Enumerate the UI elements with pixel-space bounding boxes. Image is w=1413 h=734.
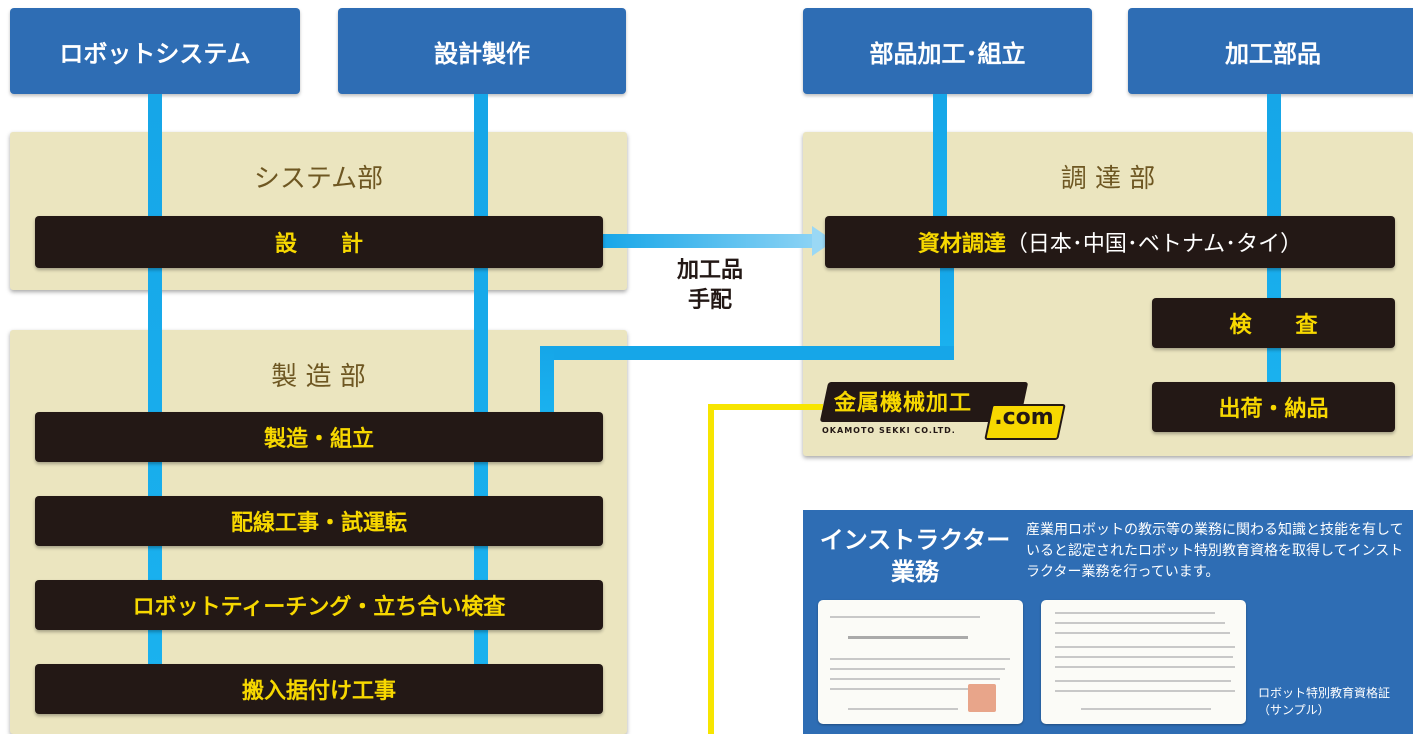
inspection-bar: 検 査 — [1152, 298, 1395, 348]
manufacturing-dept-title: 製 造 部 — [271, 362, 366, 392]
instructor-title: インストラクター 業務 — [815, 524, 1015, 588]
instructor-title-line2: 業務 — [891, 558, 939, 586]
card-line — [1055, 622, 1225, 624]
card-line — [830, 678, 1000, 680]
card-line — [1055, 666, 1235, 668]
processed-order-line1: 加工品 — [676, 258, 743, 283]
card-line — [830, 616, 980, 618]
parts-processing-box: 部品加工･組立 — [803, 8, 1092, 94]
certificate-caption: ロボット特別教育資格証 （サンプル） — [1258, 685, 1390, 719]
manufacture-assembly-label: 製造・組立 — [263, 427, 374, 452]
card-line — [830, 668, 1005, 670]
design-making-box: 設計製作 — [338, 8, 626, 94]
processed-parts-label: 加工部品 — [1225, 39, 1321, 68]
installation-bar: 搬入据付け工事 — [35, 664, 603, 714]
yellow-line-horizontal — [708, 404, 823, 410]
logo-domain-text: .com — [994, 405, 1054, 430]
certificate-card-2 — [1041, 600, 1246, 724]
flow-line-right-1 — [933, 94, 947, 244]
card-line — [830, 658, 1010, 660]
processed-parts-box: 加工部品 — [1128, 8, 1413, 94]
procurement-dept-title: 調 達 部 — [1060, 164, 1156, 194]
logo-main-text: 金属機械加工 — [834, 391, 973, 416]
card-line — [1055, 690, 1235, 692]
design-label: 設 計 — [274, 232, 363, 257]
system-dept-title: システム部 — [253, 164, 384, 194]
design-making-label: 設計製作 — [434, 39, 530, 68]
instructor-title-line1: インストラクター — [819, 526, 1011, 554]
inspection-label: 検 査 — [1229, 313, 1318, 338]
certificate-card-1 — [818, 600, 1023, 724]
instructor-description: 産業用ロボットの教示等の業務に関わる知識と技能を有していると認定されたロボット特… — [1026, 522, 1404, 580]
return-line-into-manufacturing — [540, 346, 554, 416]
logo-company-text: OKAMOTO SEKKI CO.LTD. — [822, 426, 956, 435]
certificate-caption-line1: ロボット特別教育資格証 — [1258, 686, 1391, 700]
card-line — [1055, 656, 1233, 658]
materials-label: 資材調達 — [917, 232, 1006, 257]
card-line — [848, 636, 968, 639]
design-to-procurement-line — [600, 234, 820, 248]
card-line — [1055, 680, 1231, 682]
installation-label: 搬入据付け工事 — [241, 679, 396, 704]
card-line — [1055, 646, 1235, 648]
return-line-horizontal — [540, 346, 954, 360]
shipping-label: 出荷・納品 — [1218, 397, 1329, 422]
arrow-head-icon — [812, 226, 834, 256]
card-line — [1055, 632, 1230, 634]
shipping-bar: 出荷・納品 — [1152, 382, 1395, 432]
robot-teaching-label: ロボットティーチング・立ち合い検査 — [132, 595, 506, 620]
materials-countries: （日本･中国･ベトナム･タイ） — [1005, 232, 1303, 257]
manufacture-assembly-bar: 製造・組立 — [35, 412, 603, 462]
robot-system-box: ロボットシステム — [10, 8, 300, 94]
robot-teaching-bar: ロボットティーチング・立ち合い検査 — [35, 580, 603, 630]
seal-stamp — [968, 684, 996, 712]
robot-system-label: ロボットシステム — [59, 39, 251, 68]
return-line-down — [940, 264, 954, 354]
parts-processing-label: 部品加工･組立 — [869, 39, 1026, 68]
card-line — [1081, 708, 1211, 710]
card-line — [830, 688, 980, 690]
wiring-test-bar: 配線工事・試運転 — [35, 496, 603, 546]
processed-order-line2: 手配 — [687, 288, 732, 313]
card-line — [1055, 612, 1215, 614]
card-line — [848, 708, 958, 710]
wiring-test-label: 配線工事・試運転 — [230, 511, 407, 536]
processed-order-label: 加工品 手配 — [660, 256, 760, 316]
yellow-line-vertical — [708, 404, 714, 734]
certificate-caption-line2: （サンプル） — [1258, 703, 1330, 717]
materials-procurement-bar: 資材調達 （日本･中国･ベトナム･タイ） — [825, 216, 1395, 268]
design-bar: 設 計 — [35, 216, 603, 268]
